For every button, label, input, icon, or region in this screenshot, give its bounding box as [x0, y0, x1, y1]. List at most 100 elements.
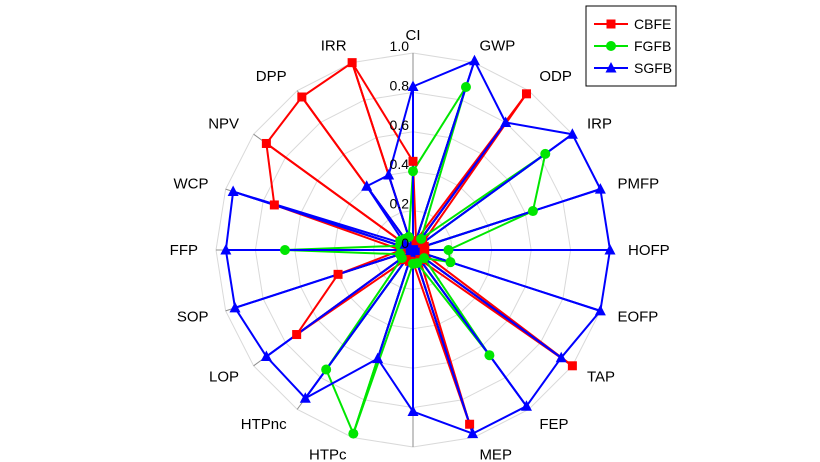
sgfb-point-fep: [520, 400, 532, 411]
fgfb-point-hofp: [443, 245, 454, 255]
radial-tick-labels: 0 0.2 0.4 0.6 0.8 1.0: [390, 38, 410, 251]
fgfb-outline-0: [412, 86, 467, 172]
axis-label-htpnc: HTPnc: [241, 416, 287, 433]
sgfb-point-htpc: [372, 352, 384, 364]
sgfb-outline-0: [412, 59, 475, 88]
sgfb-segment-3: [412, 133, 601, 251]
axis-label-lop: LOP: [209, 368, 239, 385]
fgfb-point-gwp: [460, 81, 471, 92]
sgfb-segment-8: [412, 249, 528, 434]
fgfb-point-irp: [540, 148, 551, 159]
cbfe-outline-19: [351, 62, 414, 162]
axis-label-ci: CI: [406, 27, 421, 44]
sgfb-point-lop: [260, 350, 272, 362]
sgfb-outline-12: [265, 355, 307, 399]
sgfb-point-irp: [566, 128, 578, 139]
cbfe-point-npv: [261, 138, 271, 148]
sgfb-outline-6: [560, 310, 602, 359]
sgfb-outline-16: [232, 190, 406, 246]
series-markers: [220, 54, 616, 439]
cbfe-outline-13: [295, 273, 339, 336]
axis-label-wcp: WCP: [174, 176, 209, 193]
sgfb-point-hofp: [604, 244, 616, 255]
legend-marker-sgfb: [605, 62, 617, 73]
tick-label-5: 1.0: [390, 38, 410, 54]
sgfb-segment-4: [412, 188, 610, 251]
axis-label-tap: TAP: [587, 368, 615, 385]
legend-marker-fgfb: [606, 41, 616, 51]
axis-labels: CIGWPODPIRPPMFPHOFPEOFPTAPFEPMEPHTPcHTPn…: [170, 27, 670, 462]
axis-label-mep: MEP: [479, 446, 512, 462]
legend-label-sgfb: SGFB: [634, 60, 672, 76]
legend-marker-cbfe: [606, 19, 616, 29]
fgfb-point-tap: [419, 253, 430, 264]
fgfb-point-eofp: [445, 257, 456, 268]
sgfb-outline-14: [224, 249, 236, 308]
fgfb-point-pmfp: [527, 206, 538, 217]
fgfb-outline-4: [448, 210, 534, 251]
tick-label-4: 0.8: [390, 77, 410, 93]
axis-label-htpc: HTPc: [309, 446, 347, 462]
cbfe-outline-2: [421, 93, 528, 244]
cbfe-outline-17: [265, 96, 303, 145]
cbfe-point-dpp: [297, 92, 307, 102]
axis-label-eofp: EOFP: [617, 308, 658, 325]
fgfb-outline-3: [531, 153, 547, 212]
sgfb-outline-11: [304, 357, 379, 400]
axis-label-irr: IRR: [321, 38, 347, 55]
sgfb-outline-10: [376, 358, 414, 413]
fgfb-point-ci: [408, 166, 418, 177]
cbfe-point-wcp: [269, 200, 279, 210]
fgfb-point-ffp: [279, 245, 290, 255]
cbfe-point-mep: [465, 419, 475, 429]
axis-label-hofp: HOFP: [628, 242, 670, 259]
tick-label-2: 0.4: [390, 156, 410, 172]
sgfb-outline-9: [412, 410, 474, 435]
tick-label-0: 0: [401, 235, 409, 251]
axis-label-ffp: FFP: [170, 242, 198, 259]
sgfb-point-odp: [500, 116, 512, 127]
cbfe-outline-16: [265, 143, 276, 206]
fgfb-point-sop: [394, 249, 405, 260]
axis-label-sop: SOP: [177, 308, 209, 325]
axis-label-gwp: GWP: [479, 38, 515, 55]
axis-label-odp: ODP: [539, 68, 572, 85]
sgfb-point-sop: [229, 301, 241, 313]
tick-label-1: 0.2: [390, 196, 410, 212]
sgfb-point-irr: [383, 169, 395, 180]
sgfb-point-htpnc: [299, 392, 311, 403]
cbfe-point-sop: [333, 269, 343, 279]
fgfb-outline-11: [325, 369, 355, 435]
sgfb-point-ffp: [220, 244, 232, 255]
fgfb-point-odp: [416, 233, 427, 244]
sgfb-outline-15: [224, 191, 235, 251]
fgfb-point-htpc: [348, 428, 359, 439]
legend-box: [585, 5, 677, 87]
sgfb-outline-4: [599, 188, 611, 251]
sgfb-point-pmfp: [594, 183, 606, 194]
legend-label-cbfe: CBFE: [634, 16, 671, 32]
sgfb-outline-2: [505, 121, 573, 136]
sgfb-outline-1: [473, 60, 507, 123]
sgfb-point-gwp: [468, 54, 480, 66]
fgfb-point-htpnc: [321, 364, 332, 375]
axis-label-pmfp: PMFP: [617, 176, 659, 193]
cbfe-point-odp: [521, 89, 531, 99]
sgfb-outline-8: [472, 405, 527, 435]
sgfb-outline-19: [387, 86, 414, 176]
sgfb-point-etp: [407, 405, 419, 417]
cbfe-outline-18: [301, 61, 353, 98]
cbfe-point-lop: [292, 330, 302, 340]
sgfb-segment-19: [387, 86, 414, 251]
tick-label-3: 0.6: [390, 117, 410, 133]
sgfb-point-npv: [399, 238, 411, 249]
sgfb-segment-14: [225, 249, 414, 309]
legend-label-fgfb: FGFB: [634, 38, 671, 54]
sgfb-point-tap: [555, 351, 567, 363]
fgfb-point-irr: [403, 231, 414, 242]
cbfe-point-gwp: [411, 236, 421, 246]
sgfb-outline-13: [234, 307, 268, 358]
sgfb-point-wcp: [227, 185, 239, 197]
axis-label-npv: NPV: [208, 116, 239, 133]
axis-label-fep: FEP: [539, 416, 568, 433]
